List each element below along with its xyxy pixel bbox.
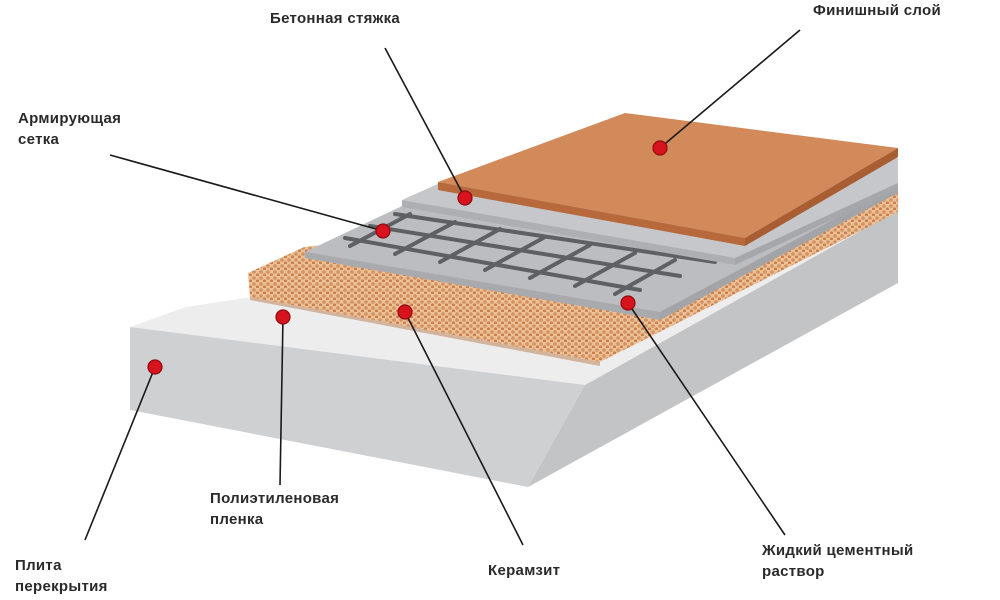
label-concrete-screed: Бетонная стяжка bbox=[270, 10, 401, 27]
marker-dot-icon bbox=[397, 304, 413, 320]
label-reinforcing-mesh: Армирующая сетка bbox=[18, 108, 121, 150]
label-line: Полиэтиленовая bbox=[210, 490, 340, 507]
label-line: Армирующая bbox=[18, 110, 122, 127]
label-liquid-mortar: Жидкий цементный раствор bbox=[762, 540, 914, 582]
label-line: перекрытия bbox=[15, 578, 108, 595]
leader-screed bbox=[384, 47, 466, 199]
label-expanded-clay: Керамзит bbox=[488, 562, 561, 579]
leader-lines bbox=[84, 29, 801, 546]
finish-layer bbox=[438, 113, 898, 246]
label-finish-layer: Финишный слой bbox=[813, 2, 942, 19]
label-line: Плита bbox=[15, 557, 62, 574]
leader-mesh bbox=[109, 154, 384, 232]
leader-film bbox=[279, 316, 284, 486]
leader-clay bbox=[404, 311, 524, 546]
marker-dot-icon bbox=[147, 359, 163, 375]
marker-dot-icon bbox=[375, 223, 391, 239]
marker-dot-icon bbox=[275, 309, 291, 325]
leader-slab bbox=[84, 366, 156, 541]
label-line: Жидкий цементный bbox=[762, 542, 914, 559]
leader-finish bbox=[659, 29, 801, 149]
label-line: сетка bbox=[18, 131, 60, 148]
marker-dot-icon bbox=[620, 295, 636, 311]
label-floor-slab: Плита перекрытия bbox=[15, 555, 108, 597]
label-polyethylene-film: Полиэтиленовая пленка bbox=[210, 488, 339, 530]
marker-dot-icon bbox=[457, 190, 473, 206]
label-line: пленка bbox=[210, 511, 264, 528]
leader-mortar bbox=[627, 302, 786, 536]
markers bbox=[147, 140, 668, 375]
marker-dot-icon bbox=[652, 140, 668, 156]
label-line: раствор bbox=[762, 563, 825, 580]
